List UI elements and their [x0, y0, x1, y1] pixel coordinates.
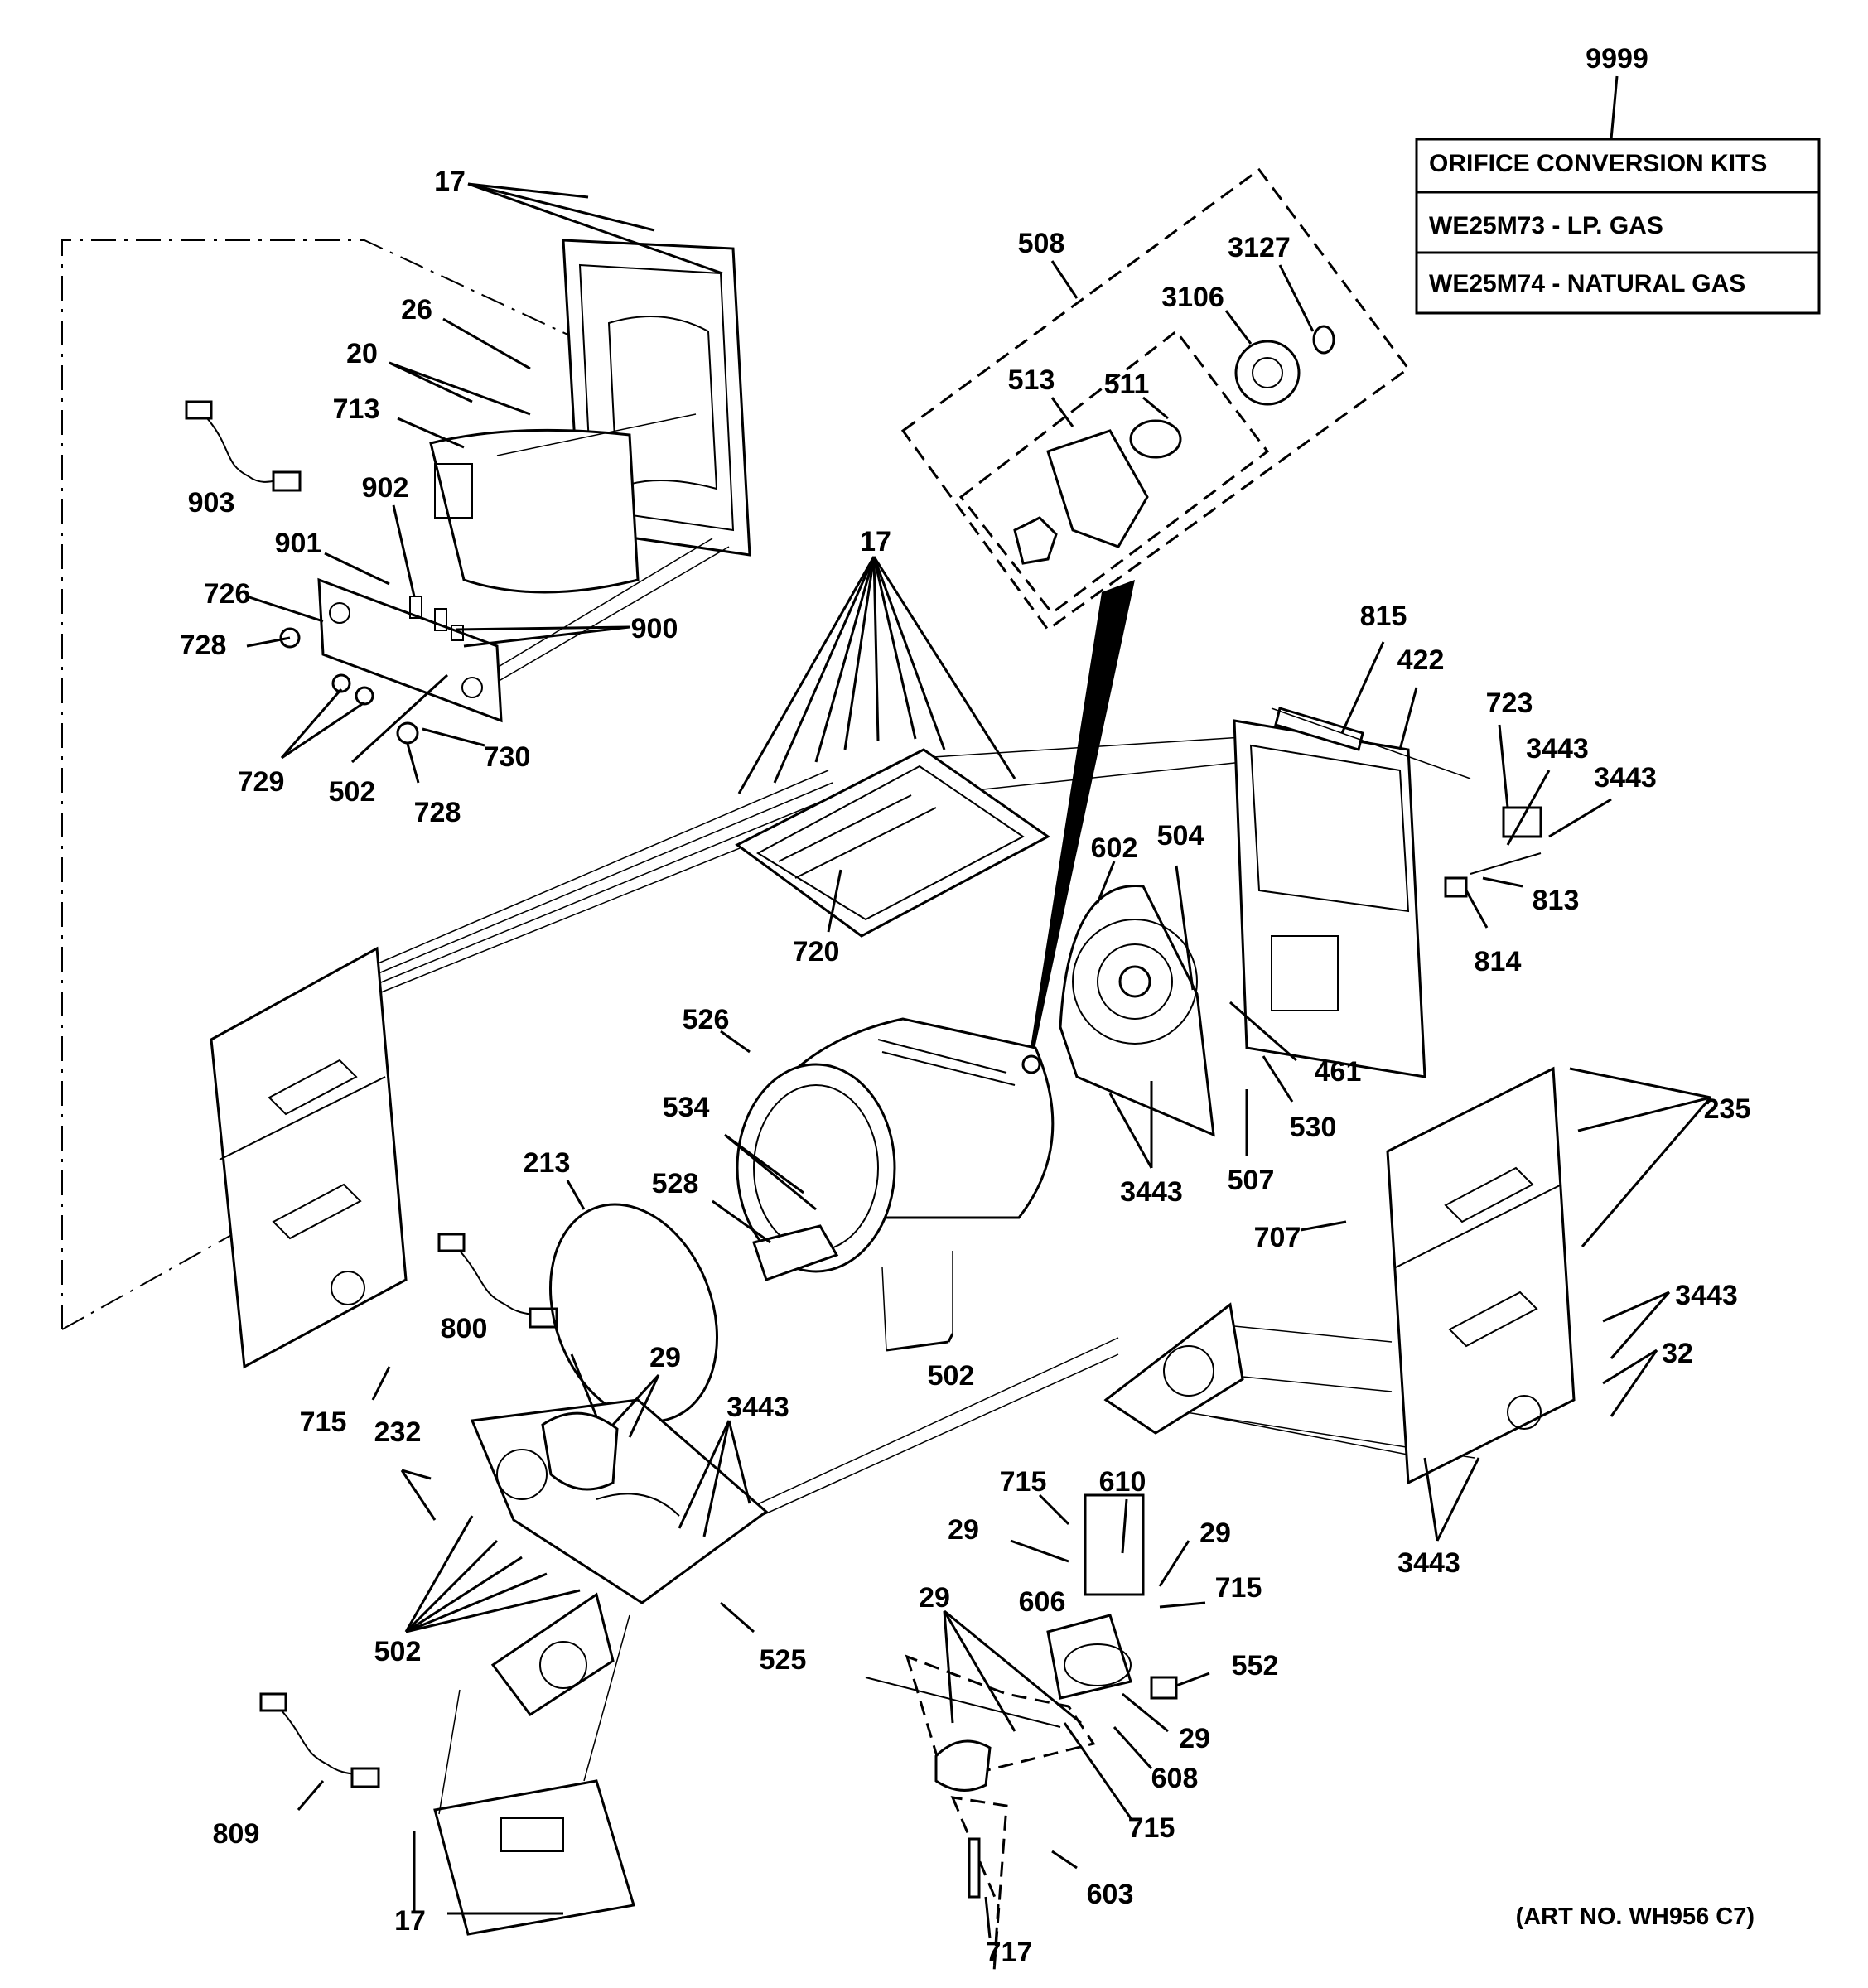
callout-507: 507 — [1228, 1165, 1275, 1196]
right-side-panel — [1386, 1066, 1576, 1485]
front-leg-bracket — [490, 1592, 615, 1717]
callout-534: 534 — [663, 1092, 710, 1123]
callout-720: 720 — [793, 936, 840, 967]
callout-32: 32 — [1662, 1338, 1693, 1369]
wire-harness-903 — [185, 400, 302, 492]
callout-728-lower: 728 — [414, 797, 461, 828]
callout-3443-b: 3443 — [1594, 762, 1657, 794]
callout-20: 20 — [346, 338, 378, 369]
drum — [736, 1017, 1055, 1351]
callout-3127: 3127 — [1228, 232, 1291, 263]
callout-3443-e: 3443 — [726, 1392, 789, 1423]
callout-3443-c: 3443 — [1120, 1176, 1183, 1208]
callout-715-right: 715 — [1215, 1572, 1262, 1604]
callout-232: 232 — [374, 1416, 422, 1448]
callout-902: 902 — [362, 472, 409, 504]
callout-707: 707 — [1254, 1222, 1301, 1253]
callout-461: 461 — [1315, 1056, 1362, 1088]
callout-809: 809 — [213, 1818, 260, 1850]
callout-602: 602 — [1091, 832, 1138, 864]
kit-title: ORIFICE CONVERSION KITS — [1429, 150, 1767, 177]
callout-606: 606 — [1019, 1586, 1066, 1618]
rear-leg-bracket — [1103, 1302, 1244, 1435]
control-panel — [279, 577, 503, 745]
callout-422: 422 — [1397, 644, 1445, 676]
callout-17-top: 17 — [860, 526, 891, 557]
callout-530: 530 — [1290, 1112, 1337, 1143]
callout-26: 26 — [401, 294, 432, 326]
callout-814: 814 — [1475, 946, 1522, 977]
drum-belt — [548, 1203, 719, 1423]
callout-17: 17 — [434, 166, 466, 197]
callout-29-d: 29 — [1179, 1723, 1210, 1754]
orifice-kit-box: 9999 ORIFICE CONVERSION KITS WE25M73 - L… — [1415, 43, 1821, 315]
top-panel — [735, 748, 1050, 938]
callout-29-a: 29 — [948, 1514, 979, 1546]
callout-715-left: 715 — [300, 1407, 347, 1438]
callout-610: 610 — [1099, 1466, 1146, 1498]
callout-726: 726 — [204, 578, 251, 610]
callout-903: 903 — [188, 487, 235, 519]
callout-900: 900 — [631, 613, 678, 644]
bearing-kit — [900, 167, 1411, 1069]
rear-panel — [1233, 707, 1542, 1078]
callout-608: 608 — [1151, 1763, 1199, 1794]
callout-815: 815 — [1360, 601, 1407, 632]
kit-natural-gas: WE25M74 - NATURAL GAS — [1429, 270, 1745, 297]
callout-508: 508 — [1018, 228, 1065, 259]
callout-213: 213 — [524, 1147, 571, 1179]
callout-800: 800 — [441, 1313, 488, 1344]
callout-525: 525 — [760, 1644, 807, 1676]
callout-17-bottom: 17 — [394, 1905, 426, 1937]
callout-528: 528 — [652, 1168, 699, 1199]
callout-729: 729 — [238, 766, 285, 798]
wire-harness-809 — [259, 1692, 380, 1788]
rear-bulkhead — [1059, 884, 1215, 1137]
callout-717: 717 — [986, 1937, 1033, 1968]
wire-harness-800 — [437, 1233, 558, 1329]
callout-715-lower: 715 — [1128, 1812, 1175, 1844]
callout-603: 603 — [1087, 1879, 1134, 1910]
callout-728: 728 — [180, 630, 227, 661]
callout-723: 723 — [1486, 688, 1533, 719]
callout-3443-d: 3443 — [1675, 1280, 1738, 1311]
burner-assembly — [865, 1654, 1096, 1972]
base-blower-assembly — [470, 1353, 769, 1604]
callout-730: 730 — [484, 741, 531, 773]
art-number: (ART NO. WH956 C7) — [1516, 1904, 1755, 1930]
callout-901: 901 — [275, 528, 322, 559]
callout-29-b: 29 — [1199, 1518, 1231, 1549]
callout-713: 713 — [333, 393, 380, 425]
kit-lp-gas: WE25M73 - LP. GAS — [1429, 212, 1663, 239]
callout-502-drum: 502 — [928, 1360, 975, 1392]
callout-29-c: 29 — [919, 1582, 950, 1614]
callout-715-upper: 715 — [1000, 1466, 1047, 1498]
callout-3443-a: 3443 — [1526, 733, 1589, 765]
part-callouts: 17 26 20 713 903 902 901 726 728 900 729… — [180, 166, 1751, 1968]
callout-513: 513 — [1008, 364, 1055, 396]
callout-526: 526 — [683, 1004, 730, 1035]
callout-552: 552 — [1232, 1650, 1279, 1682]
kit-number: 9999 — [1586, 43, 1648, 75]
callout-3443-f: 3443 — [1397, 1547, 1460, 1579]
left-side-panel — [210, 946, 408, 1369]
callout-29-blower: 29 — [649, 1342, 681, 1373]
callout-502-base: 502 — [374, 1636, 422, 1667]
leader-lines — [246, 182, 1712, 1939]
callout-511: 511 — [1104, 369, 1150, 400]
callout-3106: 3106 — [1161, 282, 1224, 313]
control-board — [433, 1614, 635, 1936]
igniter-and-flame-sensor — [1046, 1493, 1178, 1700]
front-door-assembly — [429, 239, 751, 692]
callout-235: 235 — [1704, 1093, 1751, 1125]
callout-504: 504 — [1157, 820, 1204, 852]
callout-502-panel: 502 — [329, 776, 376, 808]
callout-813: 813 — [1533, 885, 1580, 916]
